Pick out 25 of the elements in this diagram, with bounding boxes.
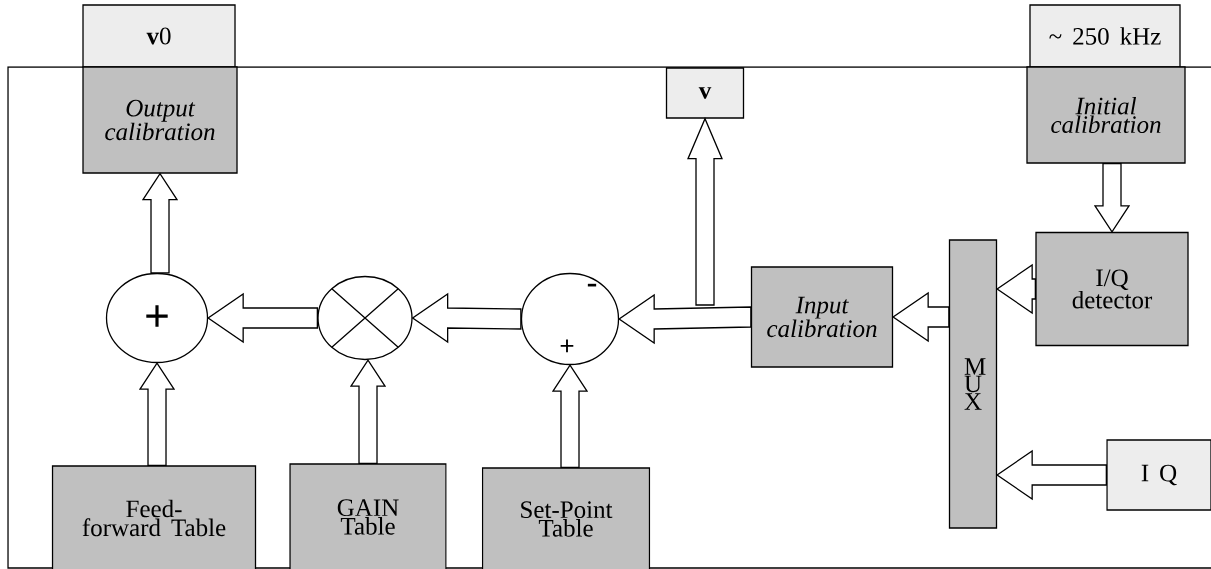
block-arrow bbox=[1093, 163, 1131, 234]
signal-box: v bbox=[665, 67, 745, 119]
process-box: Initial calibration bbox=[1026, 66, 1186, 164]
signal-box: v0 bbox=[82, 4, 236, 68]
signal-box: I Q bbox=[1106, 439, 1211, 511]
block-arrow bbox=[687, 116, 723, 306]
block-arrow bbox=[996, 263, 1036, 315]
process-box: Set-Point Table bbox=[481, 467, 651, 569]
block-arrow bbox=[996, 449, 1107, 501]
block-arrow bbox=[141, 172, 179, 274]
block-arrow bbox=[207, 292, 318, 344]
process-box: Feed-forward Table bbox=[51, 465, 257, 569]
signal-box: ~ 250 kHz bbox=[1029, 4, 1181, 68]
block-arrow bbox=[411, 292, 522, 344]
multiplexer-box: M U X bbox=[948, 239, 998, 529]
block-arrow bbox=[138, 361, 176, 466]
block-arrow bbox=[892, 291, 950, 343]
block-arrow bbox=[551, 363, 589, 468]
process-box: I/Q detector bbox=[1035, 231, 1189, 347]
operator-circle bbox=[317, 275, 413, 361]
block-arrow bbox=[349, 358, 387, 464]
process-box: Input calibration bbox=[750, 266, 894, 368]
block-arrow bbox=[618, 293, 752, 345]
process-box: GAIN Table bbox=[289, 463, 447, 569]
process-box: Output calibration bbox=[82, 66, 238, 174]
